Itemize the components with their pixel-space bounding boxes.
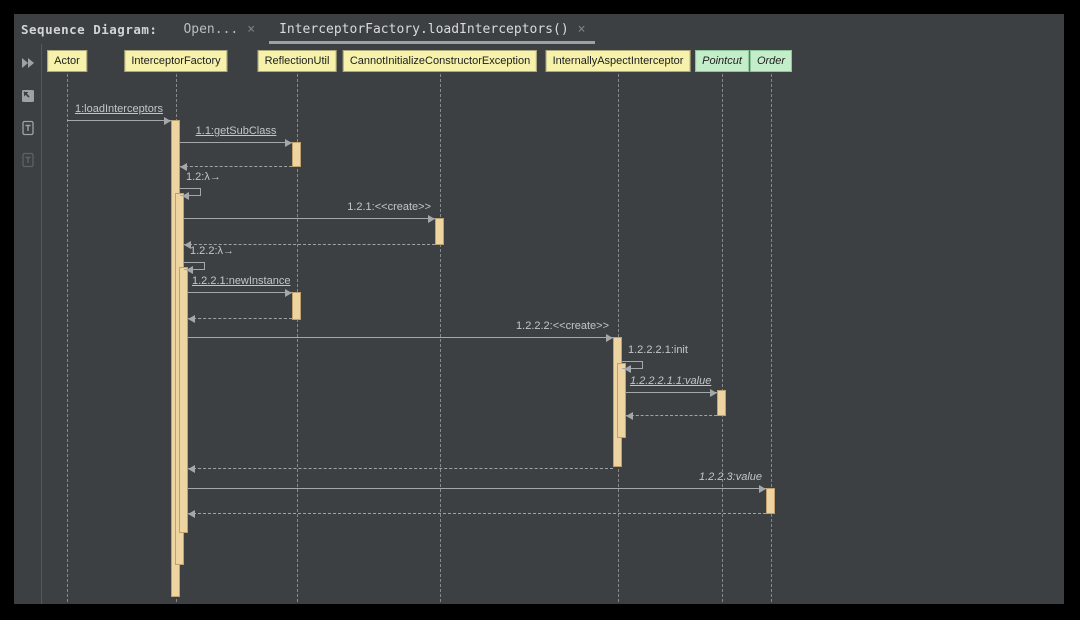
return-line bbox=[188, 468, 613, 469]
participant-box[interactable]: Pointcut bbox=[695, 50, 749, 72]
call-line bbox=[188, 337, 613, 338]
participant-box[interactable]: InterceptorFactory bbox=[124, 50, 228, 72]
arrowhead-left bbox=[180, 162, 187, 171]
message-label[interactable]: 1.2.2.2.1.1:value bbox=[630, 375, 712, 387]
self-call-loop bbox=[184, 262, 205, 270]
arrowhead-left bbox=[626, 411, 633, 420]
lifeline bbox=[439, 74, 441, 602]
self-call-loop bbox=[622, 361, 643, 369]
call-line bbox=[188, 488, 766, 489]
activation-bar bbox=[435, 218, 444, 245]
arrowhead-left bbox=[184, 240, 191, 249]
message-label[interactable]: 1.2.2.2:<<create>> bbox=[516, 320, 609, 332]
arrowhead-left bbox=[188, 509, 195, 518]
activation-bar bbox=[717, 390, 726, 416]
lifeline bbox=[296, 74, 298, 602]
self-call-arrowhead bbox=[186, 266, 193, 274]
arrowhead-right bbox=[428, 214, 435, 223]
arrowhead-right bbox=[606, 333, 613, 342]
return-line bbox=[626, 415, 717, 416]
message-label[interactable]: 1:loadInterceptors bbox=[74, 103, 164, 115]
tab-close-icon[interactable]: × bbox=[577, 21, 586, 37]
arrowhead-right bbox=[710, 388, 717, 397]
activation-bar bbox=[292, 292, 301, 320]
activation-bar bbox=[179, 267, 188, 533]
message-label[interactable]: 1.2.2:λ→ bbox=[190, 245, 235, 257]
return-line bbox=[188, 318, 292, 319]
activation-bar bbox=[617, 363, 626, 438]
return-line bbox=[184, 244, 435, 245]
left-toolbar bbox=[14, 44, 42, 604]
arrowhead-left bbox=[188, 464, 195, 473]
arrowhead-right bbox=[285, 288, 292, 297]
message-label[interactable]: 1.2.2.3:value bbox=[699, 471, 762, 483]
arrowhead-right bbox=[759, 484, 766, 493]
window-title: Sequence Diagram: bbox=[21, 21, 158, 37]
participant-box[interactable]: ReflectionUtil bbox=[257, 50, 337, 72]
message-label[interactable]: 1.2:λ→ bbox=[186, 171, 221, 183]
tab-label: InterceptorFactory.loadInterceptors() bbox=[279, 21, 569, 37]
activation-bar bbox=[766, 488, 775, 514]
participant-box[interactable]: Order bbox=[749, 50, 793, 72]
lifeline bbox=[770, 74, 772, 602]
return-line bbox=[188, 513, 766, 514]
call-line bbox=[188, 292, 292, 293]
self-call-arrowhead bbox=[182, 192, 189, 200]
save-as-text-icon[interactable] bbox=[19, 119, 37, 137]
message-label[interactable]: 1.2.2.2.1:init bbox=[628, 344, 688, 356]
participant-box[interactable]: Actor bbox=[47, 50, 87, 72]
tab-interceptorfactory[interactable]: InterceptorFactory.loadInterceptors() × bbox=[267, 14, 597, 44]
return-line bbox=[180, 166, 292, 167]
participant-box[interactable]: InternallyAspectInterceptor bbox=[545, 50, 691, 72]
tab-open[interactable]: Open... × bbox=[171, 14, 267, 44]
message-label[interactable]: 1.1:getSubClass bbox=[195, 125, 277, 137]
expand-chevrons-icon[interactable] bbox=[19, 54, 37, 72]
tab-bar: Sequence Diagram: Open...×InterceptorFac… bbox=[14, 14, 1064, 44]
message-label[interactable]: 1.2.1:<<create>> bbox=[347, 201, 431, 213]
lifeline bbox=[721, 74, 723, 602]
message-label[interactable]: 1.2.2.1:newInstance bbox=[192, 275, 291, 287]
tabs-container: Open...×InterceptorFactory.loadIntercept… bbox=[171, 14, 597, 44]
call-line bbox=[67, 120, 171, 121]
arrowhead-left bbox=[188, 314, 195, 323]
participant-box[interactable]: CannotInitializeConstructorException bbox=[342, 50, 538, 72]
sequence-diagram-panel: Sequence Diagram: Open...×InterceptorFac… bbox=[14, 14, 1064, 604]
call-line bbox=[184, 218, 435, 219]
call-line bbox=[626, 392, 717, 393]
call-line bbox=[180, 142, 292, 143]
tab-label: Open... bbox=[183, 21, 239, 37]
tab-close-icon[interactable]: × bbox=[247, 21, 256, 37]
lifeline bbox=[66, 74, 68, 602]
self-call-loop bbox=[180, 188, 201, 196]
save-as-image-icon[interactable] bbox=[19, 87, 37, 105]
arrowhead-right bbox=[164, 116, 171, 125]
arrowhead-right bbox=[285, 138, 292, 147]
self-call-arrowhead bbox=[624, 365, 631, 373]
save-as-text-disabled-icon bbox=[19, 151, 37, 169]
activation-bar bbox=[292, 142, 301, 167]
